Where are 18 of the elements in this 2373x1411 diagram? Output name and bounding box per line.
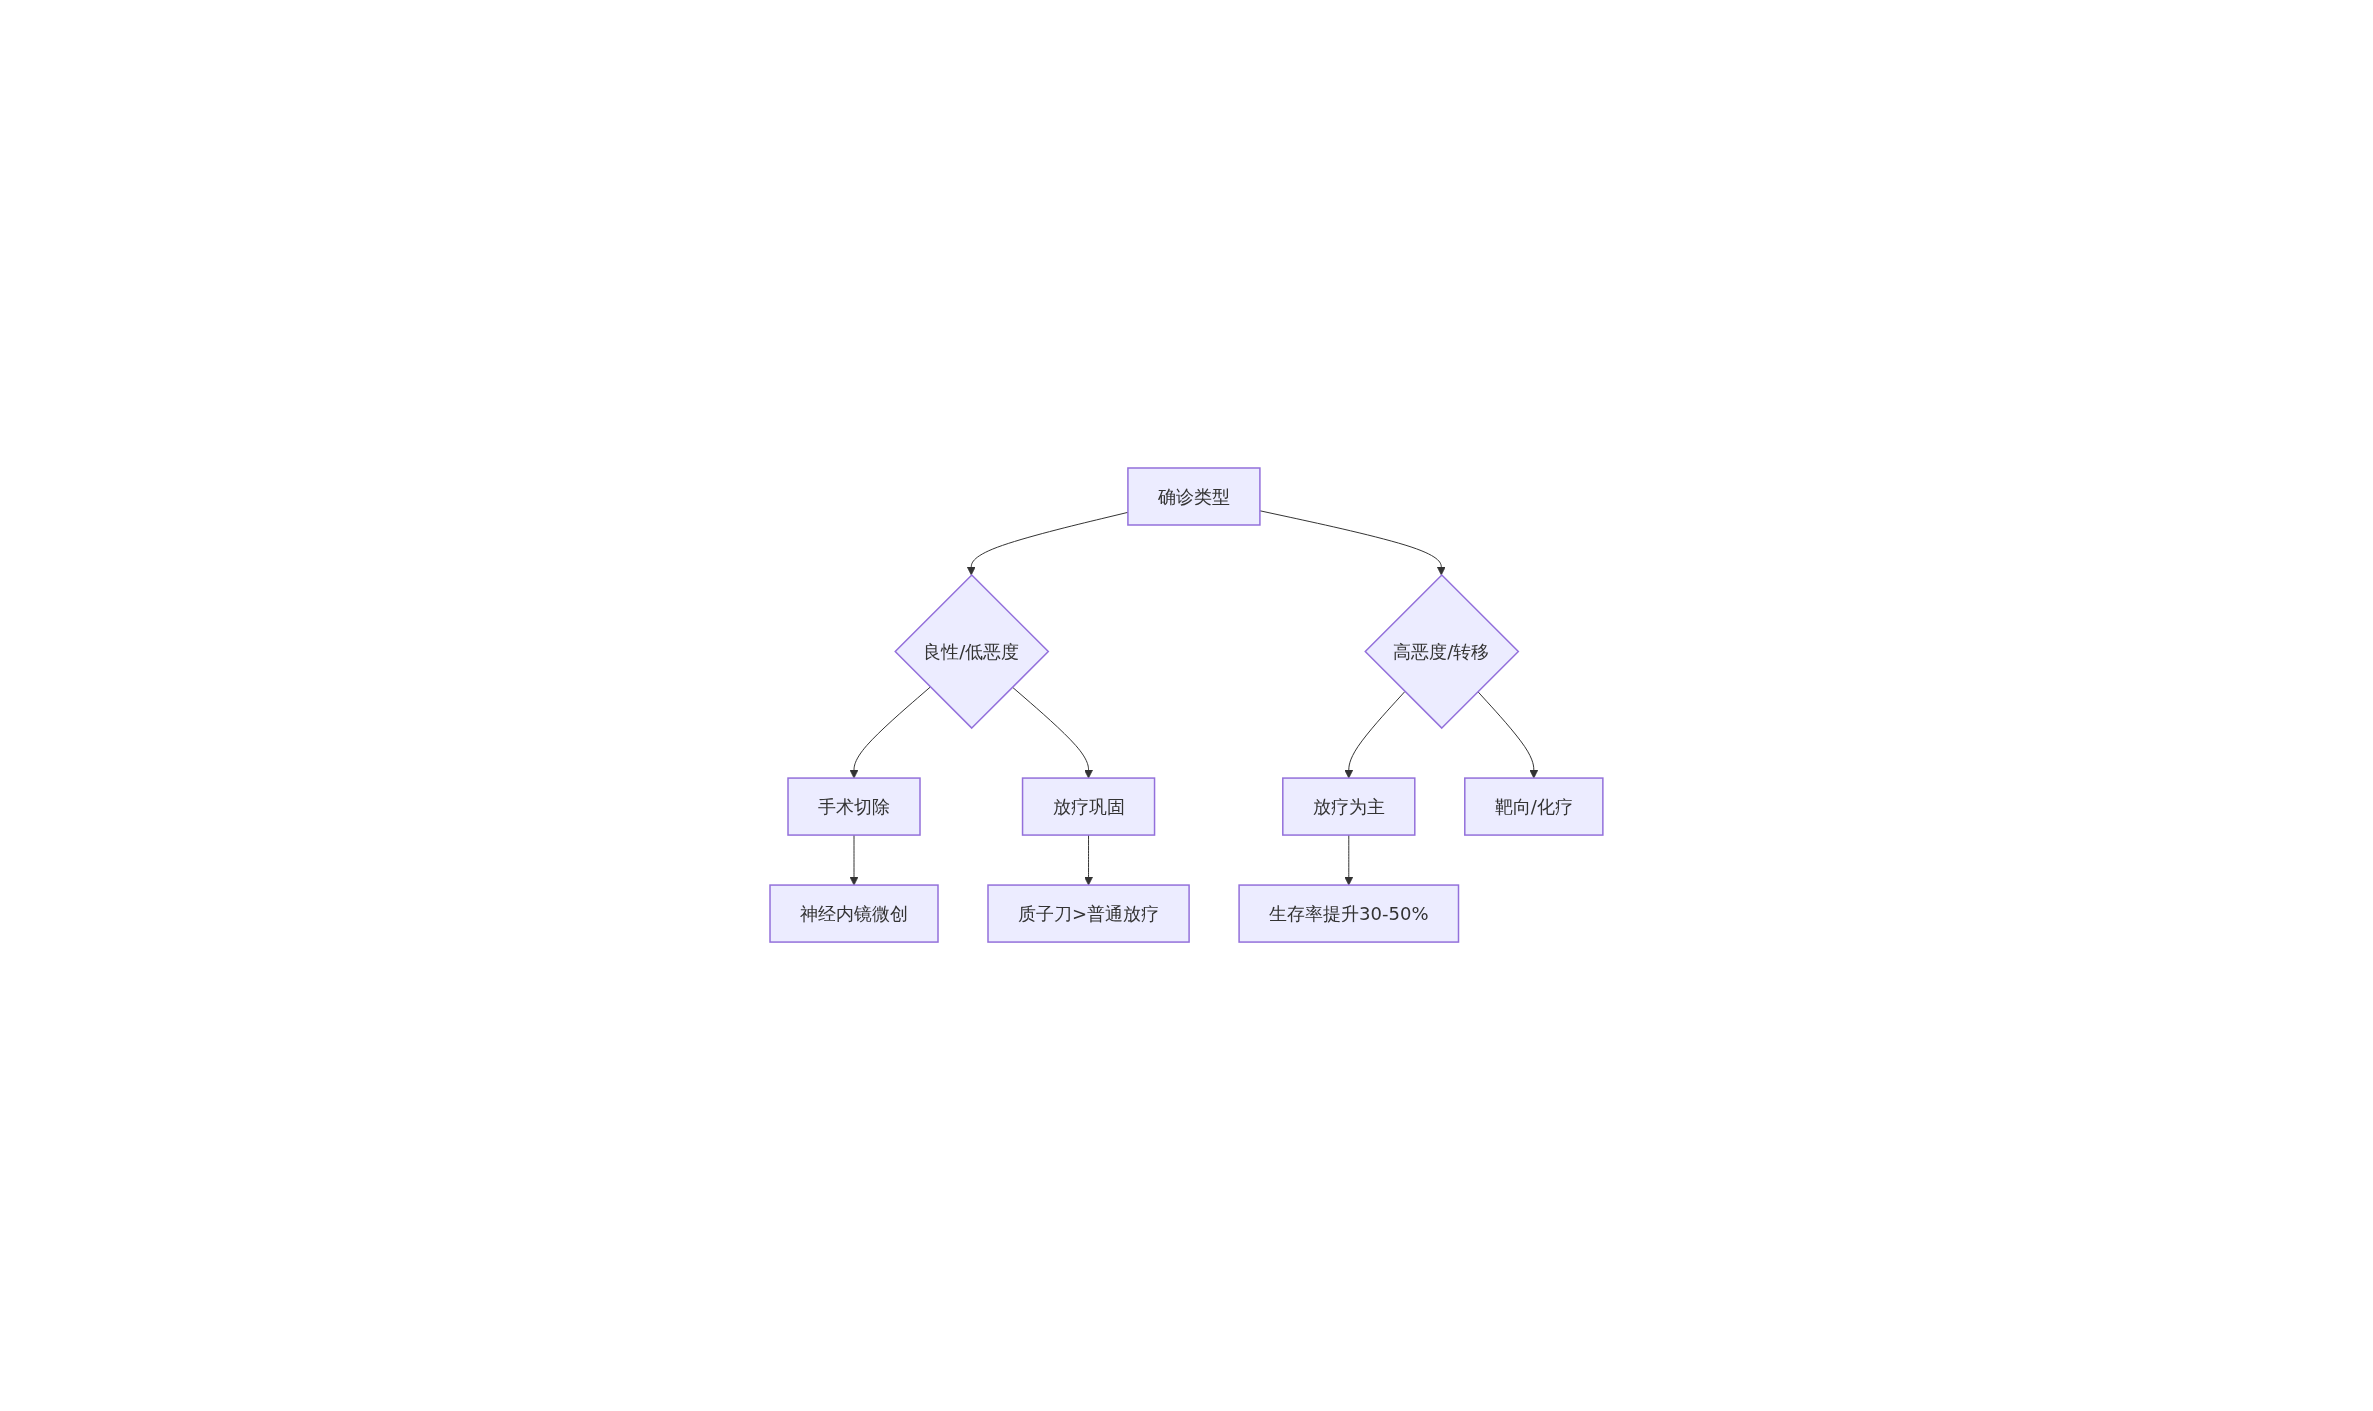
arrow <box>1259 510 1446 576</box>
node-box: 放疗为主 <box>1282 777 1416 837</box>
node-diamond: 高恶度/转移 <box>1364 574 1520 730</box>
arrow <box>1477 691 1539 779</box>
arrow <box>1084 835 1093 886</box>
arrow <box>1344 835 1354 886</box>
arrow <box>849 687 931 779</box>
arrow <box>849 835 859 886</box>
arrow <box>1344 691 1406 779</box>
node-box: 靶向/化疗 <box>1464 777 1604 837</box>
node-box: 生存率提升30-50% <box>1238 884 1460 944</box>
node-box: 放疗巩固 <box>1021 777 1156 837</box>
arrow <box>1011 687 1093 779</box>
node-box: 神经内镜微创 <box>769 884 939 944</box>
node-box: 质子刀>普通放疗 <box>987 884 1190 944</box>
node-box: 确诊类型 <box>1127 467 1261 527</box>
node-diamond: 良性/低恶度 <box>894 574 1050 730</box>
node-box: 手术切除 <box>787 777 921 837</box>
